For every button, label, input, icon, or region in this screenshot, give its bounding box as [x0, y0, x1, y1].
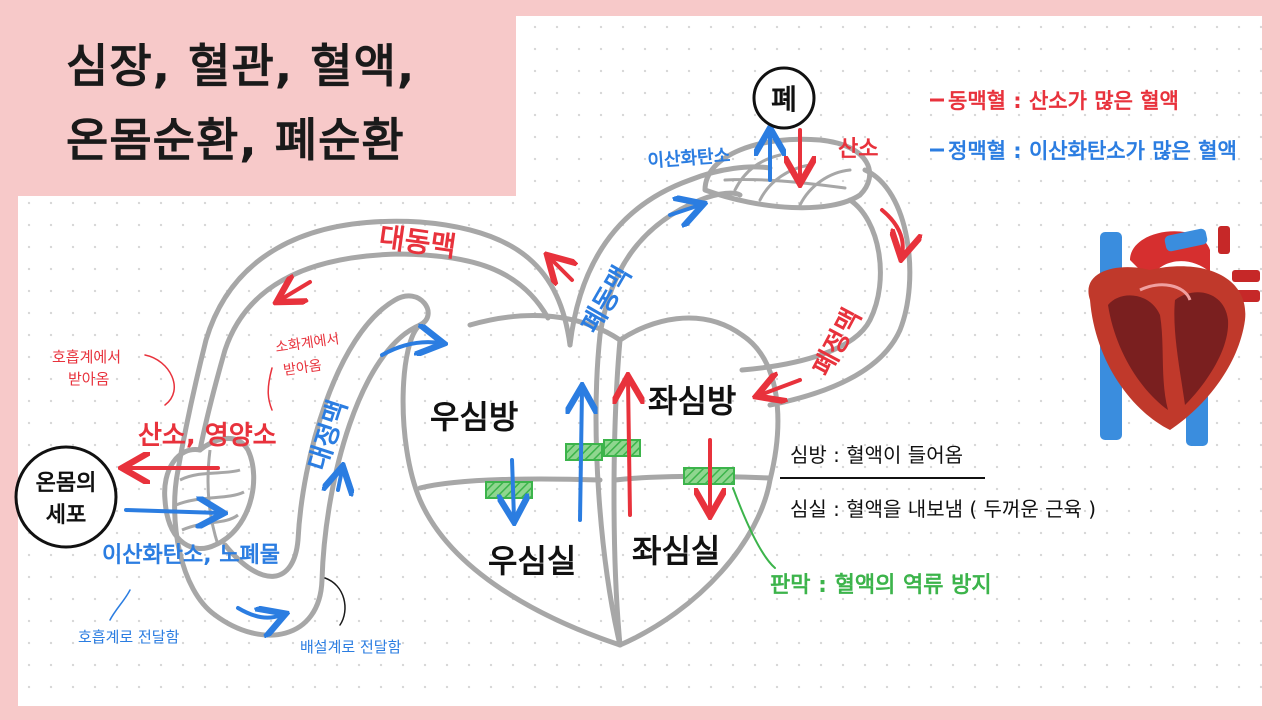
legend-vein: 정맥혈 : 이산화탄소가 많은 혈액 — [948, 139, 1237, 163]
body-co2-arrow — [124, 510, 220, 513]
digestive-pointer — [267, 367, 273, 411]
title-line-2: 온몸순환, 폐순환 — [66, 113, 405, 167]
valve-pointer — [732, 487, 776, 569]
right-atrium-arrow — [512, 458, 514, 518]
aorta-inner — [197, 251, 551, 453]
from-respiratory-label-1: 호흡계에서 — [52, 348, 121, 366]
to-respiratory-label: 호흡계로 전달함 — [78, 628, 180, 646]
left-ventricle-label: 좌심실 — [632, 532, 720, 570]
ventricle-note: 심실 : 혈액을 내보냄 ( 두꺼운 근육 ) — [790, 497, 1096, 521]
valve-aortic — [603, 439, 641, 457]
body-capillary — [162, 435, 257, 551]
aorta-up-arrow — [628, 380, 630, 517]
from-respiratory-label-2: 받아옴 — [68, 370, 109, 388]
pulmonary-vein-arrow-1 — [880, 208, 903, 255]
pulmonary-vein-label: 폐정맥 — [808, 304, 868, 381]
lung-co2-label: 이산화탄소 — [647, 145, 731, 172]
pulmonary-vein-inner — [739, 197, 883, 373]
body-cells-label-1: 온몸의 — [36, 471, 97, 496]
pulmonary-artery-outer — [567, 164, 773, 348]
valve-note: 판막 : 혈액의 역류 방지 — [770, 573, 992, 598]
pulmonary-artery-label: 폐동맥 — [576, 261, 638, 338]
vena-cava-arrow-3 — [236, 608, 282, 618]
left-atrium-label: 좌심방 — [648, 382, 736, 420]
co2-waste-label: 이산화탄소, 노폐물 — [102, 543, 280, 568]
valve-pulmonary — [565, 443, 603, 461]
vena-cava-arrow-2 — [338, 470, 342, 490]
right-ventricle-label: 우심실 — [488, 542, 576, 580]
vena-cava-inner — [222, 293, 431, 579]
from-digestive-label-2: 받아옴 — [282, 358, 323, 379]
valve-right — [485, 481, 533, 499]
oxygen-nutrients-label: 산소, 영양소 — [138, 421, 277, 451]
to-excretory-pointer — [324, 577, 346, 626]
right-ventricle-up-arrow — [580, 390, 582, 522]
pulmonary-artery-arrow — [668, 205, 700, 215]
right-atrium-label: 우심방 — [430, 398, 518, 436]
to-respiratory-pointer — [109, 589, 131, 621]
aorta-arrow-1 — [550, 258, 572, 280]
aorta-outer — [175, 218, 573, 473]
lung-label: 폐 — [771, 83, 797, 116]
title-line-1: 심장, 혈관, 혈액, — [66, 39, 416, 93]
to-excretory-label: 배설계로 전달함 — [300, 638, 402, 656]
from-digestive-label-1: 소화계에서 — [274, 331, 340, 356]
vena-cava-arrow-1 — [380, 342, 440, 355]
pulmonary-vein-outer — [767, 167, 913, 408]
title-card: 심장, 혈관, 혈액, 온몸순환, 폐순환 — [0, 0, 516, 196]
lung-o2-label: 산소 — [838, 137, 878, 162]
pulmonary-vein-arrow-2 — [760, 380, 802, 395]
legend-artery: 동맥혈 : 산소가 많은 혈액 — [948, 89, 1179, 113]
body-cells-circle — [14, 445, 118, 549]
lung-circle — [752, 66, 816, 130]
lung-capillary — [702, 136, 872, 211]
septum — [593, 332, 623, 648]
atrium-note: 심방 : 혈액이 들어옴 — [790, 443, 963, 467]
body-cells-label-2: 세포 — [46, 503, 86, 528]
aorta-arrow-2 — [280, 282, 312, 300]
respiratory-pointer — [144, 354, 175, 406]
heart-illustration — [1088, 226, 1260, 446]
